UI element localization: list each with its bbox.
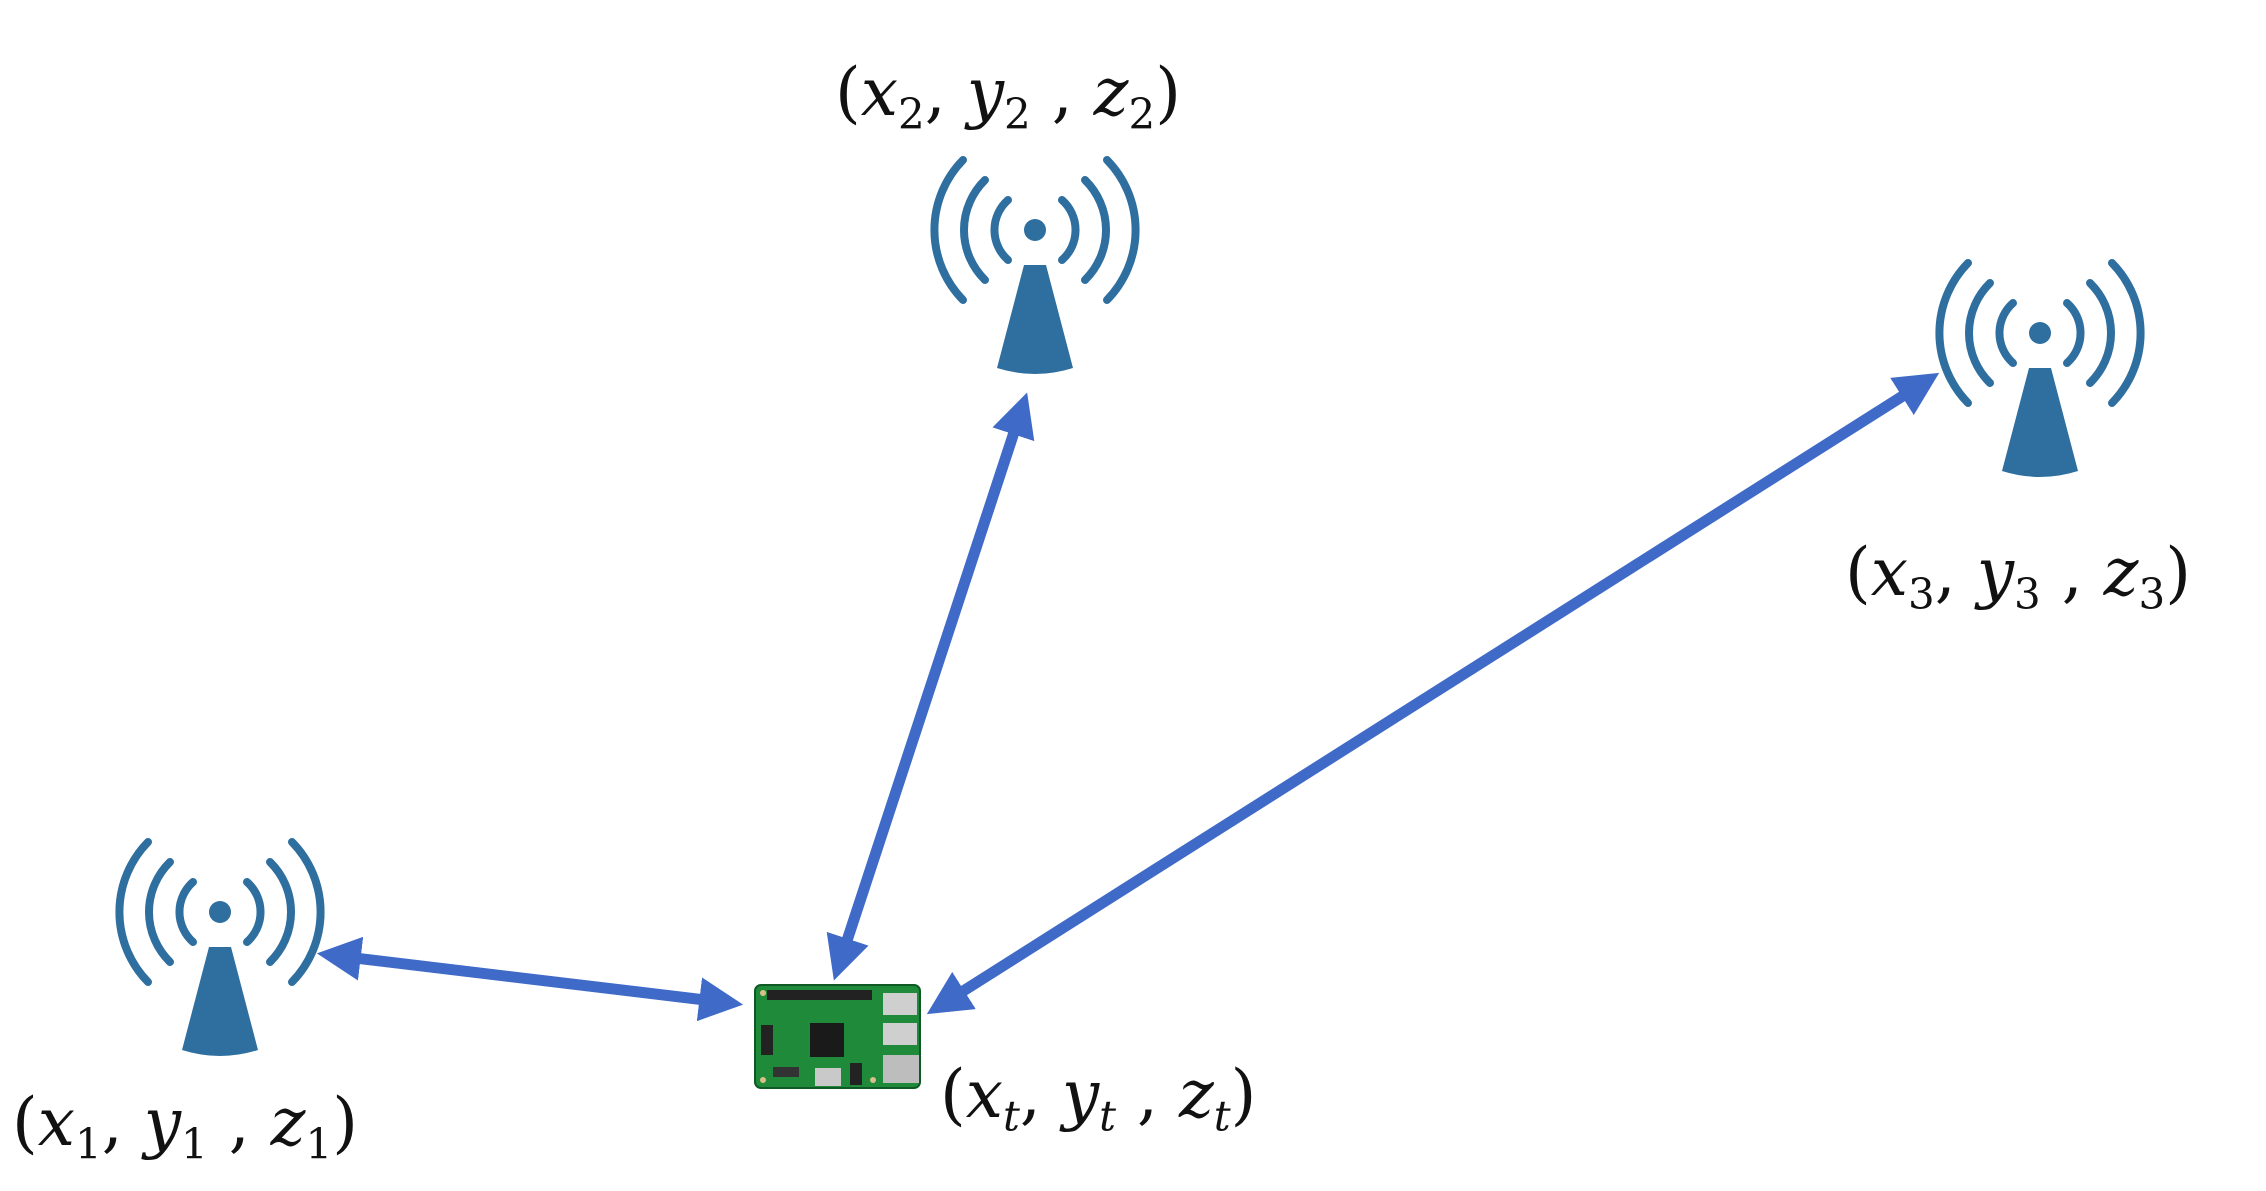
- wifi-tower-icon: [115, 838, 325, 1056]
- coordinate-label-transmitter-2: (x2, y2 , z2): [835, 54, 1181, 139]
- range-arrow-1: [316, 936, 744, 1022]
- coordinate-label-transmitter-3: (x3, y3 , z3): [1845, 534, 2191, 619]
- coordinate-label-transmitter-1: (x1, y1 , z1): [12, 1084, 358, 1169]
- wifi-tower-icon: [1935, 259, 2145, 477]
- range-arrow-2: [826, 392, 1035, 981]
- raspberry-pi-board-icon: [754, 984, 921, 1089]
- range-arrow-3: [926, 372, 1940, 1015]
- coordinate-label-device: (xt, yt , zt): [940, 1056, 1257, 1141]
- wifi-tower-icon: [930, 156, 1140, 374]
